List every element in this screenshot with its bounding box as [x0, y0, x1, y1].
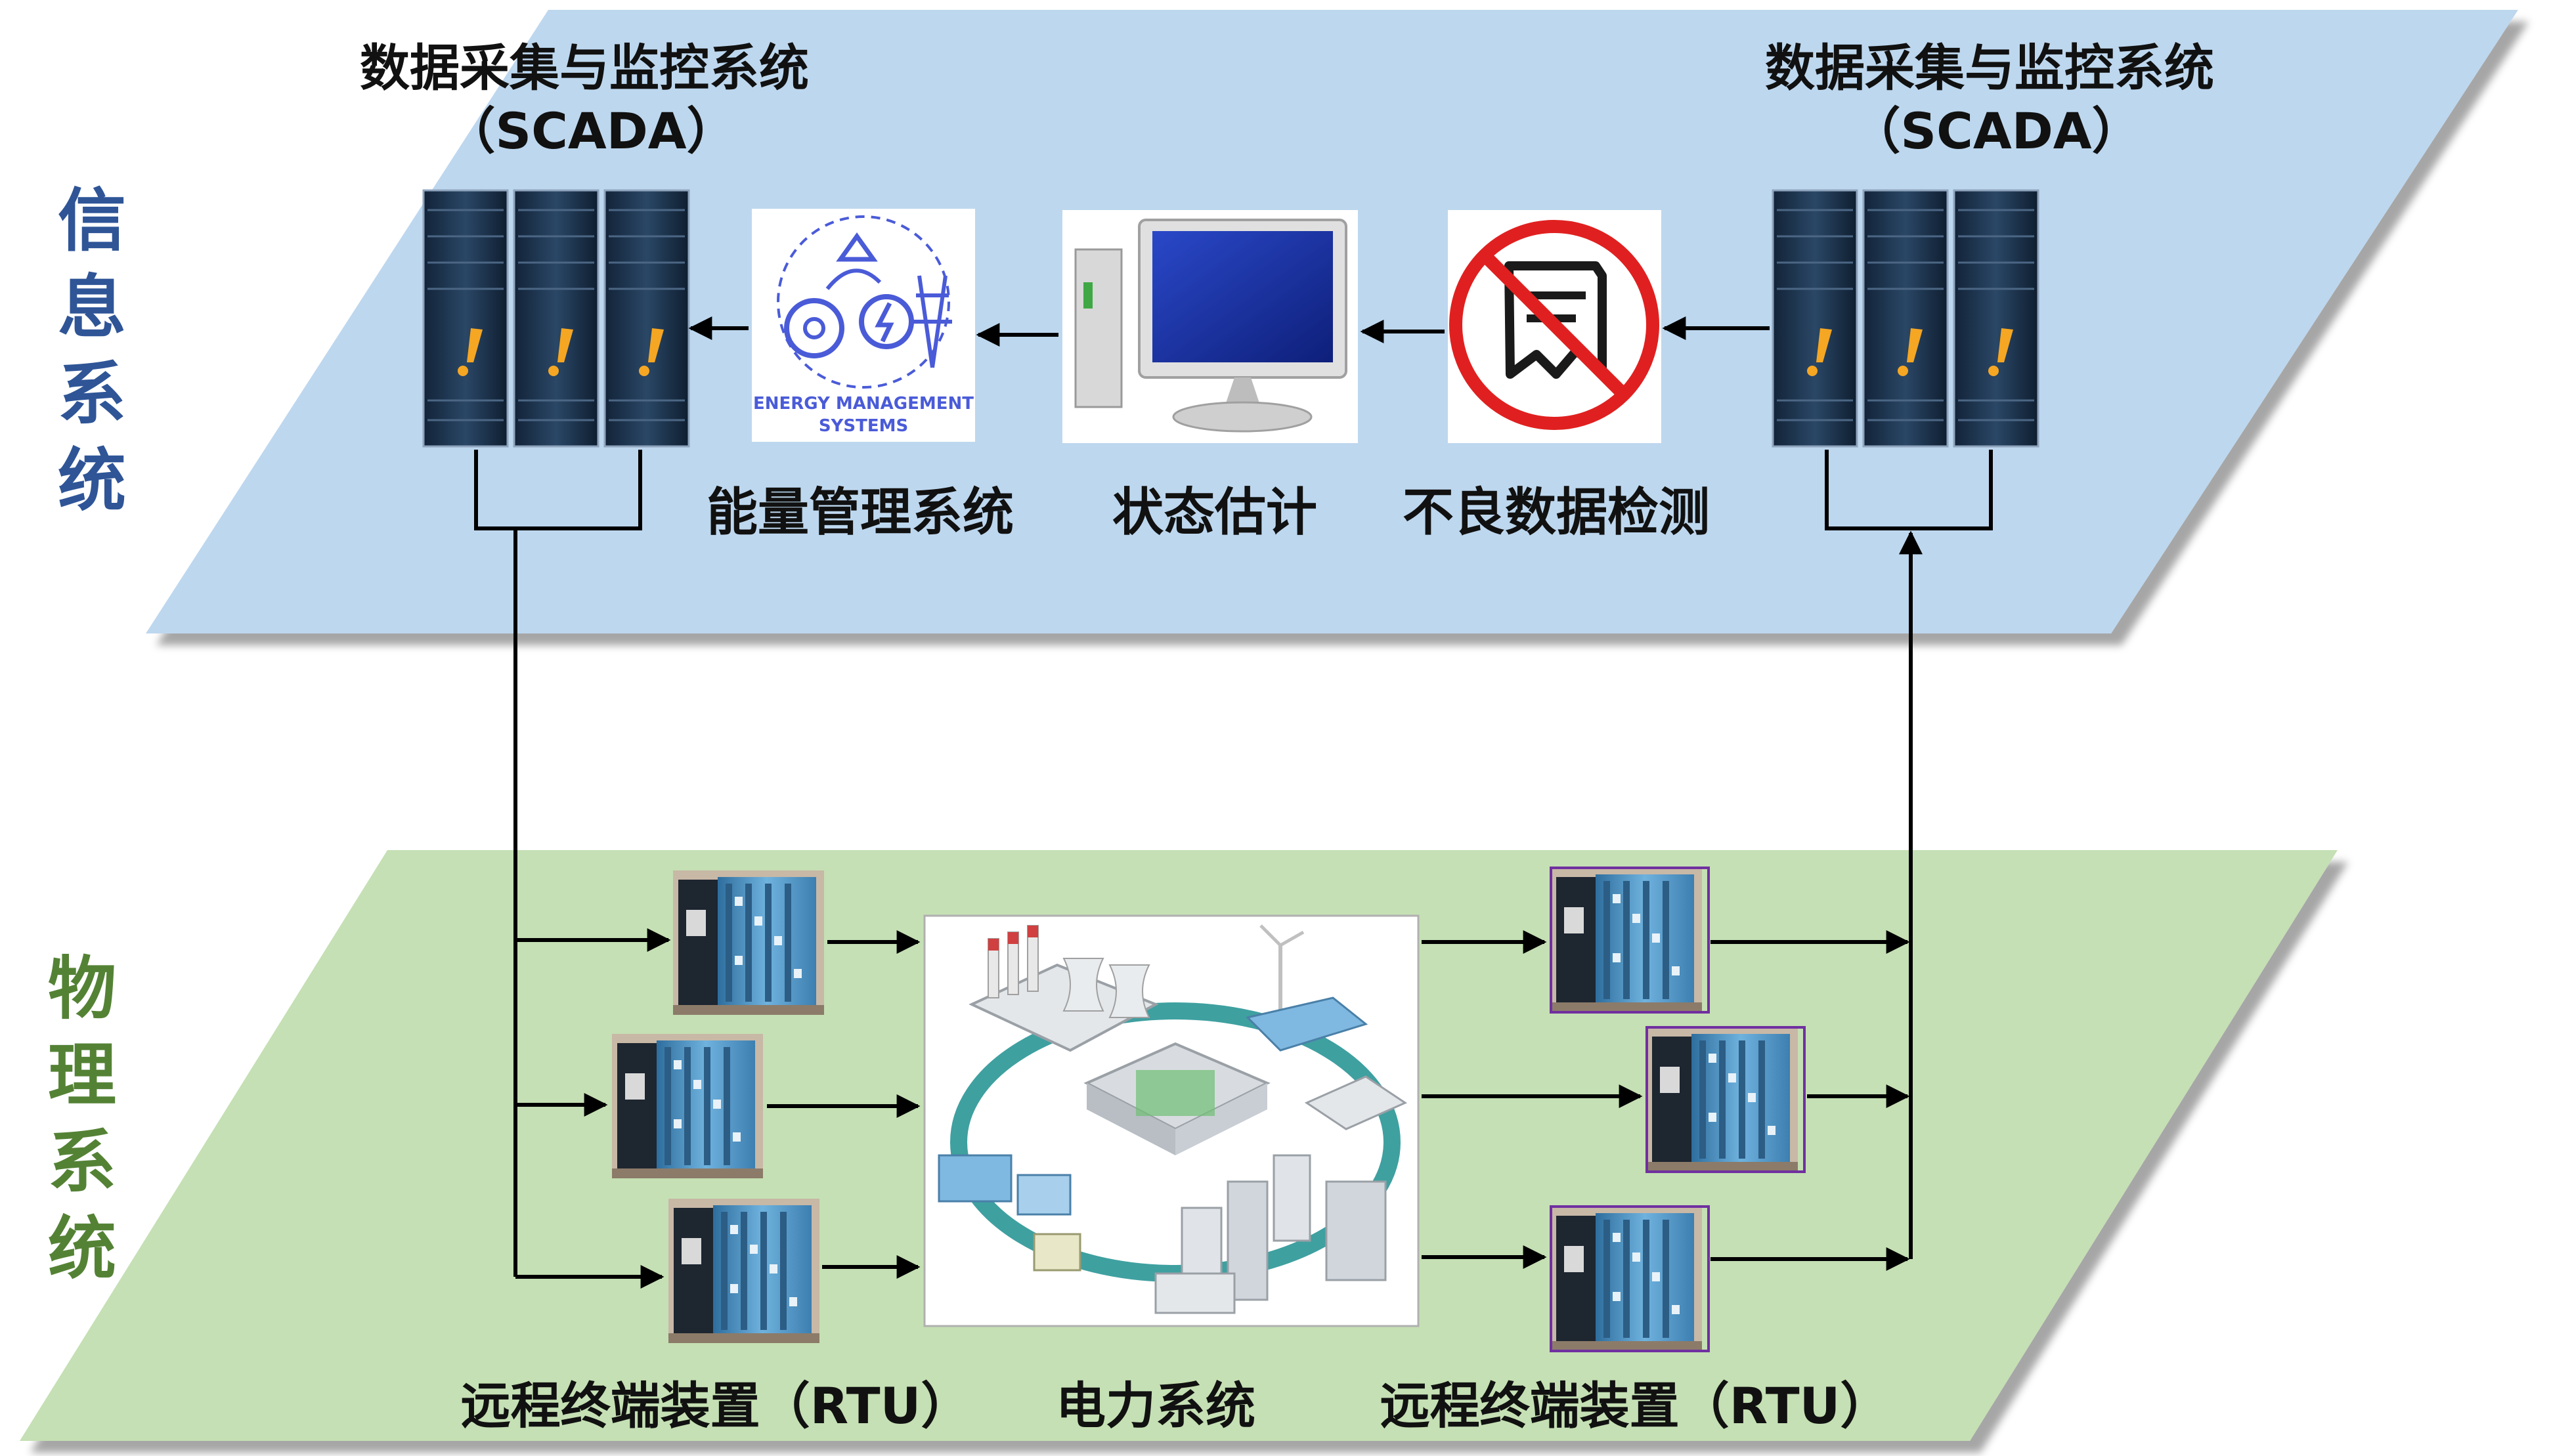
rtu-right-1-icon: [1550, 867, 1710, 1014]
rtu-left-3-icon: [668, 1199, 819, 1343]
no-document-icon: [1448, 210, 1661, 443]
power-grid-icon: [923, 914, 1420, 1327]
scada-left-subtitle: （SCADA）: [445, 102, 737, 160]
state-estimation-label: 状态估计: [1112, 483, 1317, 542]
scada-left-title: 数据采集与监控系统: [360, 39, 809, 97]
ems-logo-text-line1: ENERGY MANAGEMENT: [752, 394, 974, 414]
rtu-right-3-icon: [1550, 1205, 1710, 1352]
scada-right-bracket: [1825, 450, 1993, 530]
computer-monitor-icon: [1062, 210, 1358, 443]
bad-data-label: 不良数据检测: [1402, 483, 1710, 542]
ems-logo-text-line2: SYSTEMS: [818, 416, 909, 436]
scada-left-server-icon: [422, 189, 690, 448]
scada-right-subtitle: （SCADA）: [1850, 102, 2142, 160]
scada-right-server-icon: [1772, 189, 2039, 448]
physical-layer-label: 物理系统: [47, 949, 116, 1289]
power-system-label: 电力系统: [1056, 1377, 1255, 1435]
ems-label: 能量管理系统: [706, 483, 1014, 542]
scada-right-title: 数据采集与监控系统: [1765, 39, 2214, 97]
rtu-right-label: 远程终端装置（RTU）: [1380, 1377, 1890, 1435]
energy-management-icon: [752, 209, 975, 442]
rtu-left-label: 远程终端装置（RTU）: [460, 1377, 971, 1435]
rtu-left-2-icon: [612, 1034, 763, 1178]
info-layer-label: 信息系统: [57, 181, 126, 521]
rtu-left-1-icon: [673, 870, 824, 1015]
scada-left-bracket: [474, 450, 642, 530]
rtu-right-2-icon: [1645, 1026, 1806, 1173]
